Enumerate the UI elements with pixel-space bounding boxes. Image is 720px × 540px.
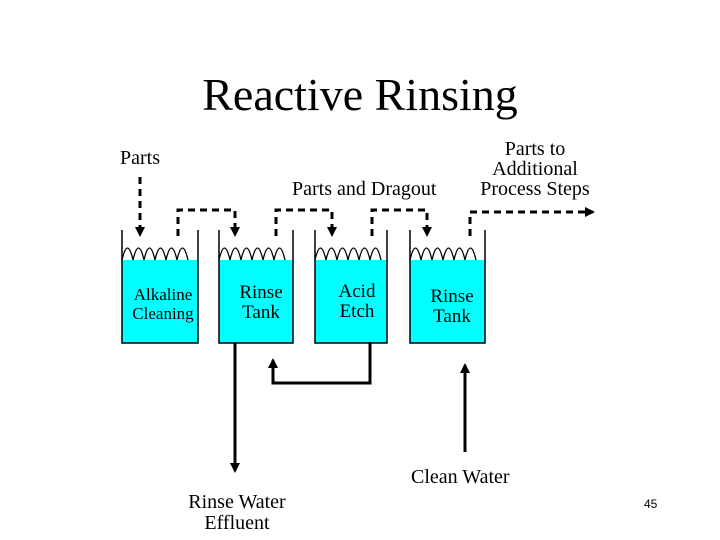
parts-and-dragout-label: Parts and Dragout: [292, 178, 437, 200]
parts-to-additional-label-line3: Process Steps: [480, 178, 590, 200]
reactive-rinse-transfer: [268, 342, 372, 385]
liquid-surface-wave-3: [314, 247, 382, 261]
liquid-surface-wave-2: [218, 247, 286, 261]
liquid-surface-wave-4: [409, 247, 477, 261]
parts-to-additional-label-line1: Parts to: [504, 138, 566, 160]
tank-acid-etch-liquid: [315, 260, 387, 343]
tank-alkaline-cleaning-liquid: [122, 260, 198, 343]
slide-title: Reactive Rinsing: [202, 69, 518, 120]
tank-rinse-1-liquid: [219, 260, 293, 343]
tank-label-acid-etch: Acid Etch: [338, 281, 376, 322]
tank-fills: [122, 260, 485, 343]
liquid-surface-wave-1: [121, 247, 189, 261]
tank-label-rinse-2: Rinse Tank: [430, 286, 474, 327]
tank-label-rinse-1: Rinse Tank: [239, 282, 283, 323]
page-number: 45: [644, 497, 658, 511]
tank-label-alkaline-cleaning: Alkaline Cleaning: [132, 285, 194, 323]
parts-flow-dashed: [135, 177, 595, 237]
rinse-water-effluent-label-line2: Effluent: [204, 512, 270, 534]
water-flow-solid: [230, 342, 470, 473]
parts-transfer-to-rinse-1: [176, 208, 240, 237]
parts-out-arrow: [468, 207, 595, 236]
rinse-water-effluent-label-line1: Rinse Water: [188, 491, 286, 513]
tank-rinse-2-liquid: [410, 260, 485, 343]
parts-transfer-to-acid-etch: [274, 208, 337, 237]
tank-walls: [121, 230, 486, 344]
clean-water-label: Clean Water: [411, 466, 510, 488]
parts-label: Parts: [120, 147, 160, 169]
tank-rinse-1-outline: [218, 230, 294, 344]
parts-transfer-to-rinse-2: [370, 208, 432, 237]
tank-acid-etch-outline: [314, 230, 388, 344]
tank-alkaline-cleaning-outline: [121, 230, 199, 344]
tank-rinse-2-outline: [409, 230, 486, 344]
liquid-surface-waves: [121, 247, 477, 261]
parts-to-additional-label-line2: Additional: [492, 158, 578, 180]
